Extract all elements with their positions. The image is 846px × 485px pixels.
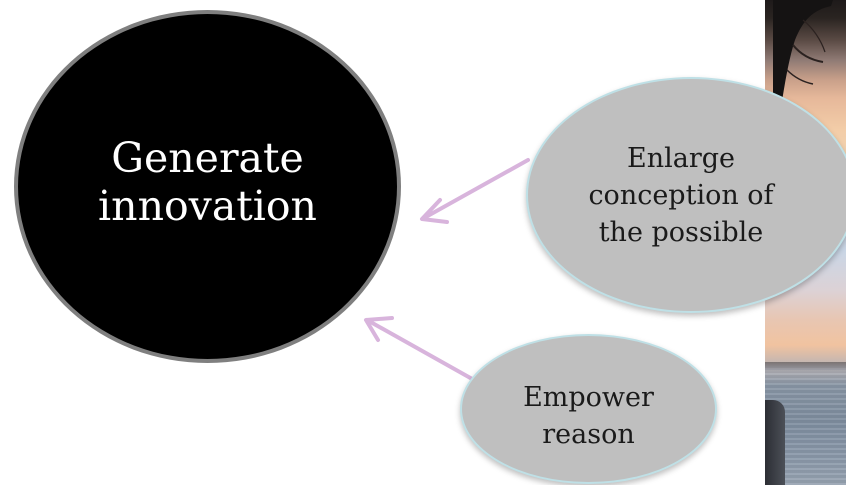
far-shoreline: [765, 362, 846, 370]
satellite-node-enlarge-conception: Enlarge conception of the possible: [526, 77, 846, 313]
arrow-top-to-center: [420, 158, 530, 224]
arrow-bottom-to-center: [364, 316, 476, 382]
satellite-node-label: Enlarge conception of the possible: [588, 142, 774, 248]
center-node-generate-innovation: Generate innovation: [14, 10, 401, 363]
satellite-node-empower-reason: Empower reason: [460, 334, 717, 484]
center-node-label: Generate innovation: [98, 133, 317, 230]
satellite-node-label: Empower reason: [523, 382, 654, 450]
rock-silhouette: [765, 400, 785, 485]
